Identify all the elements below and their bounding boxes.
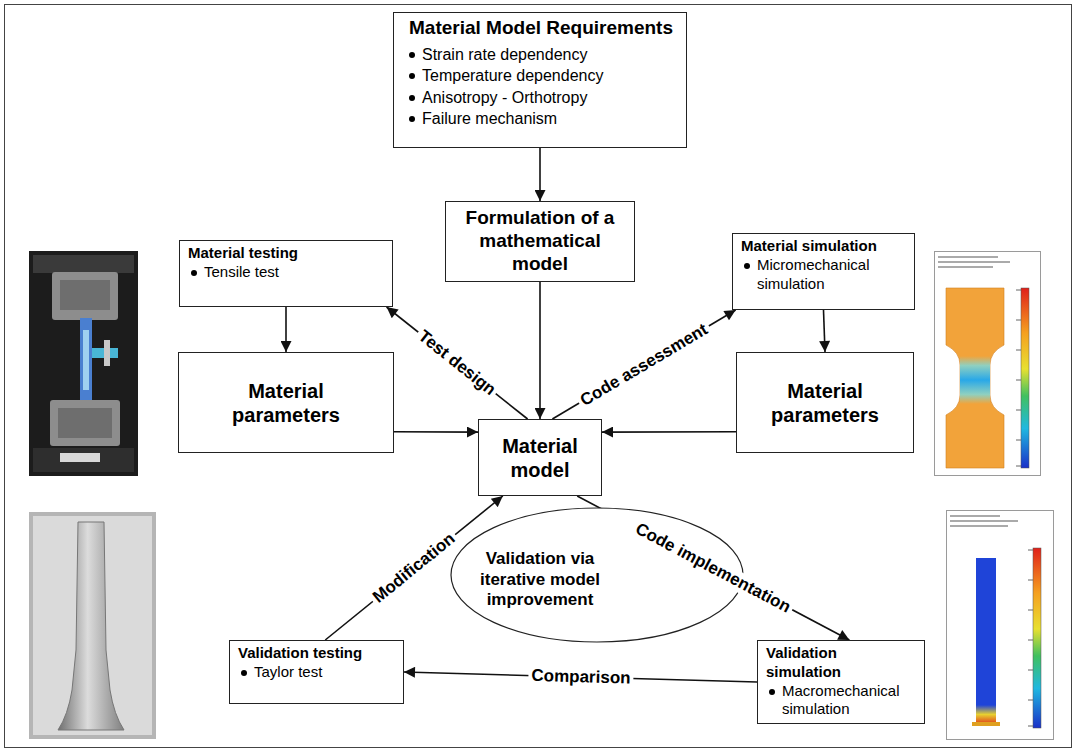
grip-face [60, 280, 110, 310]
arrow-connector [539, 148, 541, 201]
photo-ground [33, 516, 152, 735]
plot-header-line [938, 266, 993, 268]
rod-foot [972, 722, 1000, 726]
arrow-connector [824, 310, 826, 352]
taylor-simulation-plot [947, 511, 1054, 740]
bullet-item: Tensile test [188, 263, 384, 282]
box-label: Formulation of a mathematical model [452, 207, 628, 275]
arrow-connector [539, 282, 541, 419]
color-bar [1033, 548, 1041, 728]
color-bar-ticks [1016, 290, 1021, 466]
tensile-simulation-plot [935, 252, 1041, 476]
box-label: Material parameters [750, 379, 900, 427]
bullet-item: Micromechanical simulation [741, 256, 906, 294]
rod-impact-end [976, 705, 996, 724]
grip-face [58, 408, 112, 438]
arrow-connector [552, 310, 735, 419]
plot-frame [935, 252, 1041, 476]
box-heading: Validation simulation [766, 644, 916, 682]
rod-specimen [976, 558, 996, 708]
requirements-box: Material Model RequirementsStrain rate d… [393, 12, 687, 148]
bullet-item: Macromechanical simulation [766, 682, 916, 720]
color-bar [1021, 288, 1029, 468]
arrow-connector [602, 431, 736, 433]
box-heading: Validation testing [238, 644, 395, 663]
box-heading: Material Model Requirements [406, 16, 676, 40]
bullet-item: Taylor test [238, 663, 395, 682]
box-heading: Material testing [188, 244, 384, 263]
box-heading: Material simulation [741, 237, 906, 256]
plot-header-line [950, 525, 1008, 527]
process-box: Formulation of a mathematical model [445, 201, 635, 282]
dogbone-specimen [946, 288, 1004, 468]
arrow-connector [285, 307, 287, 352]
data-box: Material parameters [178, 352, 394, 453]
circle-shape [451, 508, 743, 642]
cycle-circle: Validation via iterative model improveme… [450, 507, 630, 653]
specimen [80, 318, 92, 404]
bullet-item: Failure mechanism [406, 108, 676, 129]
plot-header-line [950, 520, 1018, 522]
box-label: Material parameters [211, 379, 361, 427]
lower-grip [50, 400, 120, 446]
photo-ground [29, 251, 138, 476]
color-bar-ticks [1028, 550, 1033, 726]
crosshead [33, 255, 134, 273]
connector-label: Code assessment [574, 318, 713, 412]
plot-frame [947, 511, 1054, 740]
process-box: Material simulationMicromechanical simul… [732, 233, 915, 310]
connector-label: Comparison [528, 666, 634, 689]
circle-label: Validation via iterative model improveme… [473, 549, 608, 610]
data-box: Material parameters [736, 352, 914, 453]
photo-frame [29, 512, 156, 739]
plot-header-line [950, 515, 1000, 517]
frame-border [5, 5, 1072, 748]
arrow-connector [387, 307, 528, 419]
bullet-item: Strain rate dependency [406, 44, 676, 65]
connector-label: Modification [367, 527, 462, 609]
connector-label: Test design [412, 324, 502, 401]
machine-base [33, 448, 134, 472]
process-box: Validation testingTaylor test [229, 640, 404, 704]
plot-header-line [938, 256, 998, 258]
plot-header-line [938, 261, 1010, 263]
extensometer-arm [104, 340, 110, 366]
box-label: Material model [485, 434, 595, 482]
connector-label: Code implementation [630, 518, 797, 619]
bullet-item: Anisotropy - Orthotropy [406, 87, 676, 108]
model-box: Material model [478, 419, 602, 496]
specimen-neck [960, 356, 990, 404]
deformed-specimen [58, 522, 124, 730]
process-box: Material testingTensile test [179, 240, 393, 307]
process-box: Validation simulationMacromechanical sim… [757, 640, 925, 724]
specimen-gauge [83, 330, 89, 390]
bullet-item: Temperature dependency [406, 65, 676, 86]
upper-grip [52, 272, 118, 320]
arrow-connector [394, 431, 478, 433]
tensile-test-photo [29, 251, 138, 476]
name-plate [60, 453, 100, 462]
taylor-specimen-photo [29, 512, 156, 739]
